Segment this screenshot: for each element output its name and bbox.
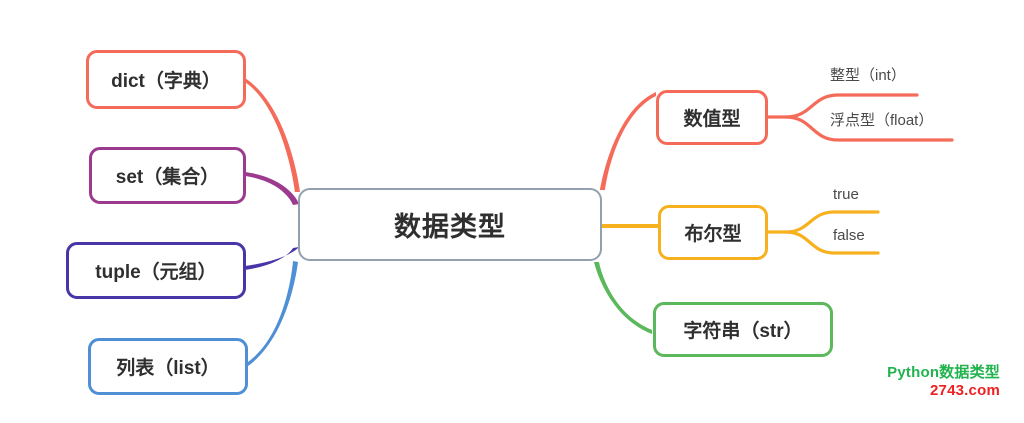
leaf-int[interactable]: 整型（int） <box>830 67 906 84</box>
node-boolean-label: 布尔型 <box>684 224 742 245</box>
node-set[interactable]: set（集合） <box>89 147 246 204</box>
connector-root-numeric <box>600 92 656 190</box>
node-root[interactable]: 数据类型 <box>298 188 602 261</box>
connector-root-tuple <box>245 247 299 270</box>
node-string-label: 字符串（str） <box>683 321 803 342</box>
node-dict-label: dict（字典） <box>111 71 221 92</box>
node-list-label: 列表（list） <box>116 358 220 379</box>
node-string[interactable]: 字符串（str） <box>653 302 833 357</box>
node-list[interactable]: 列表（list） <box>88 338 248 395</box>
watermark: Python数据类型 2743.com <box>887 364 1000 402</box>
connector-root-string <box>594 262 652 334</box>
watermark-url: 2743.com <box>930 382 1000 400</box>
node-numeric-label: 数值型 <box>683 109 741 130</box>
node-numeric[interactable]: 数值型 <box>656 90 768 145</box>
node-boolean[interactable]: 布尔型 <box>658 205 768 260</box>
leaf-false[interactable]: false <box>833 227 865 244</box>
node-root-label: 数据类型 <box>394 212 506 242</box>
node-dict[interactable]: dict（字典） <box>86 50 246 109</box>
node-tuple[interactable]: tuple（元组） <box>66 242 246 299</box>
leaf-true[interactable]: true <box>833 186 859 203</box>
leaf-float[interactable]: 浮点型（float） <box>830 112 934 129</box>
node-tuple-label: tuple（元组） <box>95 262 217 283</box>
connector-root-set <box>245 172 299 205</box>
connector-root-dict <box>245 78 300 192</box>
connector-root-list <box>248 261 298 366</box>
connector-root-boolean <box>601 224 660 228</box>
node-set-label: set（集合） <box>115 167 220 188</box>
watermark-title: Python数据类型 <box>887 363 1000 381</box>
